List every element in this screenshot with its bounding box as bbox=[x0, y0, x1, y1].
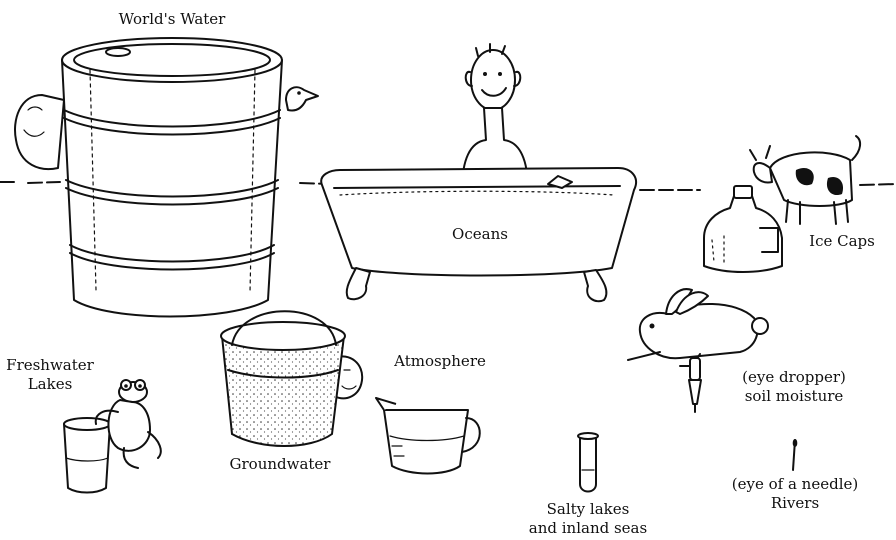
label-freshwater-lakes-line1: Freshwater bbox=[2, 356, 98, 375]
label-oceans: Oceans bbox=[430, 225, 530, 244]
label-atmosphere: Atmosphere bbox=[380, 352, 500, 371]
salty-lakes-test-tube bbox=[578, 433, 598, 492]
atmosphere-measuring-cup bbox=[376, 398, 480, 474]
needle bbox=[793, 440, 796, 470]
label-ice-caps: Ice Caps bbox=[802, 232, 882, 251]
worlds-water-barrel bbox=[62, 38, 282, 317]
cow-figure bbox=[750, 136, 860, 224]
peeking-person-figure bbox=[15, 95, 64, 169]
label-groundwater: Groundwater bbox=[212, 455, 348, 474]
label-rivers-line1: (eye of a needle) bbox=[720, 475, 870, 494]
label-worlds-water: World's Water bbox=[102, 10, 242, 29]
label-soil-moisture-line2: soil moisture bbox=[730, 387, 858, 406]
rabbit-figure bbox=[628, 289, 768, 366]
label-freshwater-lakes-line2: Lakes bbox=[2, 375, 98, 394]
label-salty-lakes-line1: Salty lakes bbox=[516, 500, 660, 519]
eye-dropper bbox=[689, 358, 701, 412]
groundwater-bucket bbox=[221, 311, 345, 446]
ice-caps-jug bbox=[704, 186, 782, 272]
label-soil-moisture-line1: (eye dropper) bbox=[730, 368, 858, 387]
label-rivers-line2: Rivers bbox=[720, 494, 870, 513]
label-salty-lakes-line2: and inland seas bbox=[516, 519, 660, 538]
freshwater-lakes-glass bbox=[64, 418, 110, 493]
bird-figure bbox=[286, 87, 318, 110]
